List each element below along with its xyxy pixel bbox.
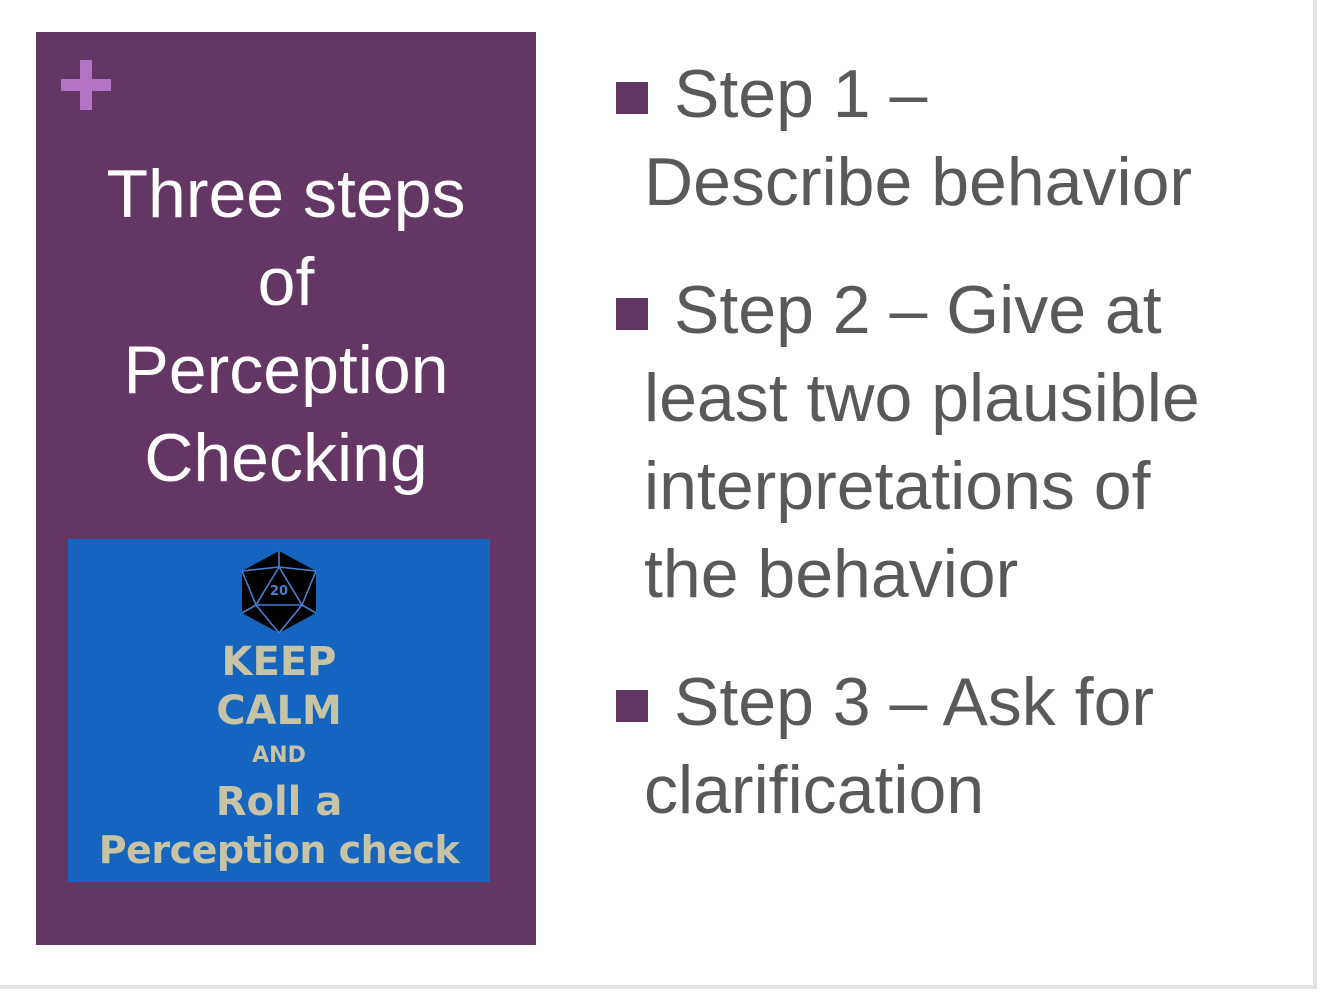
title-line: of	[257, 244, 315, 320]
bullet-first-line: Step 1 –	[674, 56, 928, 132]
bullet-list: Step 1 – Describe behavior Step 2 – Give…	[612, 50, 1302, 874]
bullet-square-icon	[616, 690, 648, 722]
bullet-line: clarification	[644, 752, 985, 828]
poster-line: KEEP	[221, 639, 337, 685]
bullet-line: least two plausible	[644, 360, 1200, 436]
keep-calm-poster: 20 KEEP CALM AND Roll a Perception check	[68, 539, 490, 882]
bullet-first-line: Step 3 – Ask for	[674, 664, 1155, 740]
title-line: Perception	[123, 332, 449, 408]
bullet-square-icon	[616, 82, 648, 114]
bullet-line: Describe behavior	[644, 144, 1193, 220]
bullet-line: the behavior	[644, 536, 1019, 612]
title-line: Three steps	[106, 156, 466, 232]
bullet-step-3: Step 3 – Ask for clarification	[612, 658, 1302, 834]
plus-icon	[61, 60, 111, 110]
title-line: Checking	[144, 420, 428, 496]
title-panel: Three steps of Perception Checking	[36, 32, 536, 945]
poster-line: Perception check	[98, 828, 460, 872]
bullet-step-1: Step 1 – Describe behavior	[612, 50, 1302, 226]
poster-line: Roll a	[215, 779, 343, 825]
poster-line: CALM	[216, 688, 342, 734]
slide-title: Three steps of Perception Checking	[36, 150, 536, 502]
bullet-step-2: Step 2 – Give at least two plausible int…	[612, 266, 1302, 618]
d20-dice-icon: 20	[241, 551, 317, 634]
bullet-square-icon	[616, 298, 648, 330]
d20-label: 20	[270, 584, 288, 599]
poster-line: AND	[252, 743, 306, 768]
bullet-line: interpretations of	[644, 448, 1151, 524]
bullet-first-line: Step 2 – Give at	[674, 272, 1162, 348]
